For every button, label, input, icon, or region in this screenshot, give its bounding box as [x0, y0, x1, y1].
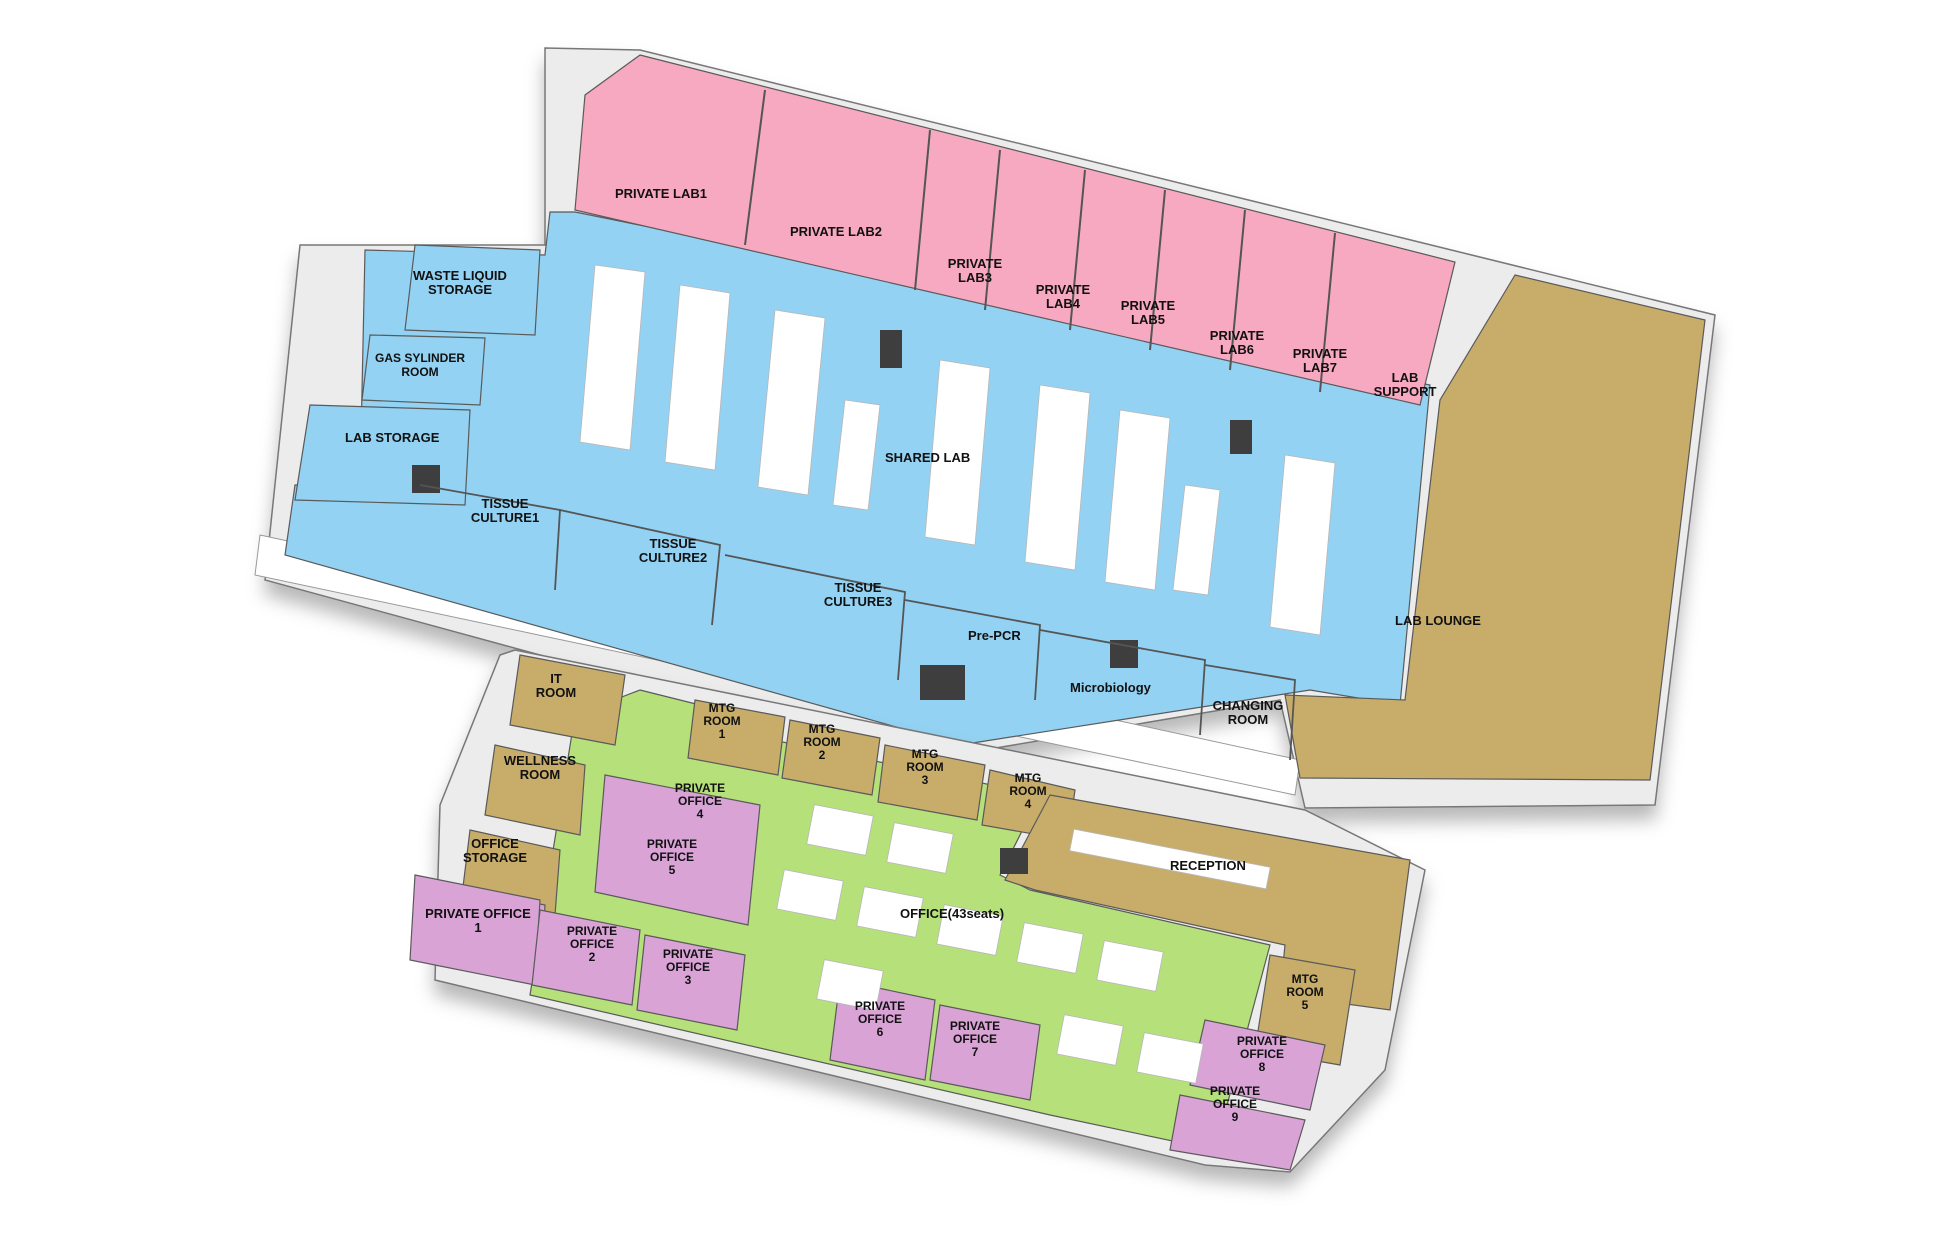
label-lab-lounge: LAB LOUNGE: [1395, 613, 1481, 628]
reception-desk: [1069, 828, 1271, 890]
label-lab-storage: LAB STORAGE: [345, 430, 440, 445]
label-shared-lab: SHARED LAB: [885, 450, 970, 465]
lab-lounge-area: [1284, 274, 1706, 781]
waste-liquid-storage-room: [404, 244, 541, 336]
office-column: [1000, 848, 1028, 874]
gas-cylinder-room: [361, 334, 486, 406]
office-floor: [409, 649, 1426, 1173]
label-private-lab-2: PRIVATE LAB2: [790, 224, 882, 239]
label-private-lab-1: PRIVATE LAB1: [615, 186, 707, 201]
lab-corridor-rooms: [419, 484, 1296, 761]
label-pre-pcr: Pre-PCR: [968, 628, 1021, 643]
private-offices: [409, 774, 1326, 1171]
label-microbiology: Microbiology: [1070, 680, 1152, 695]
label-reception: RECEPTION: [1170, 858, 1246, 873]
office-desks: [776, 804, 1204, 1084]
label-office: OFFICE(43seats): [900, 906, 1004, 921]
private-lab-dividers: [744, 89, 1336, 393]
structural-columns: [412, 330, 1252, 700]
shared-lab-benches: [579, 264, 1336, 636]
lab-floor: [254, 47, 1716, 809]
